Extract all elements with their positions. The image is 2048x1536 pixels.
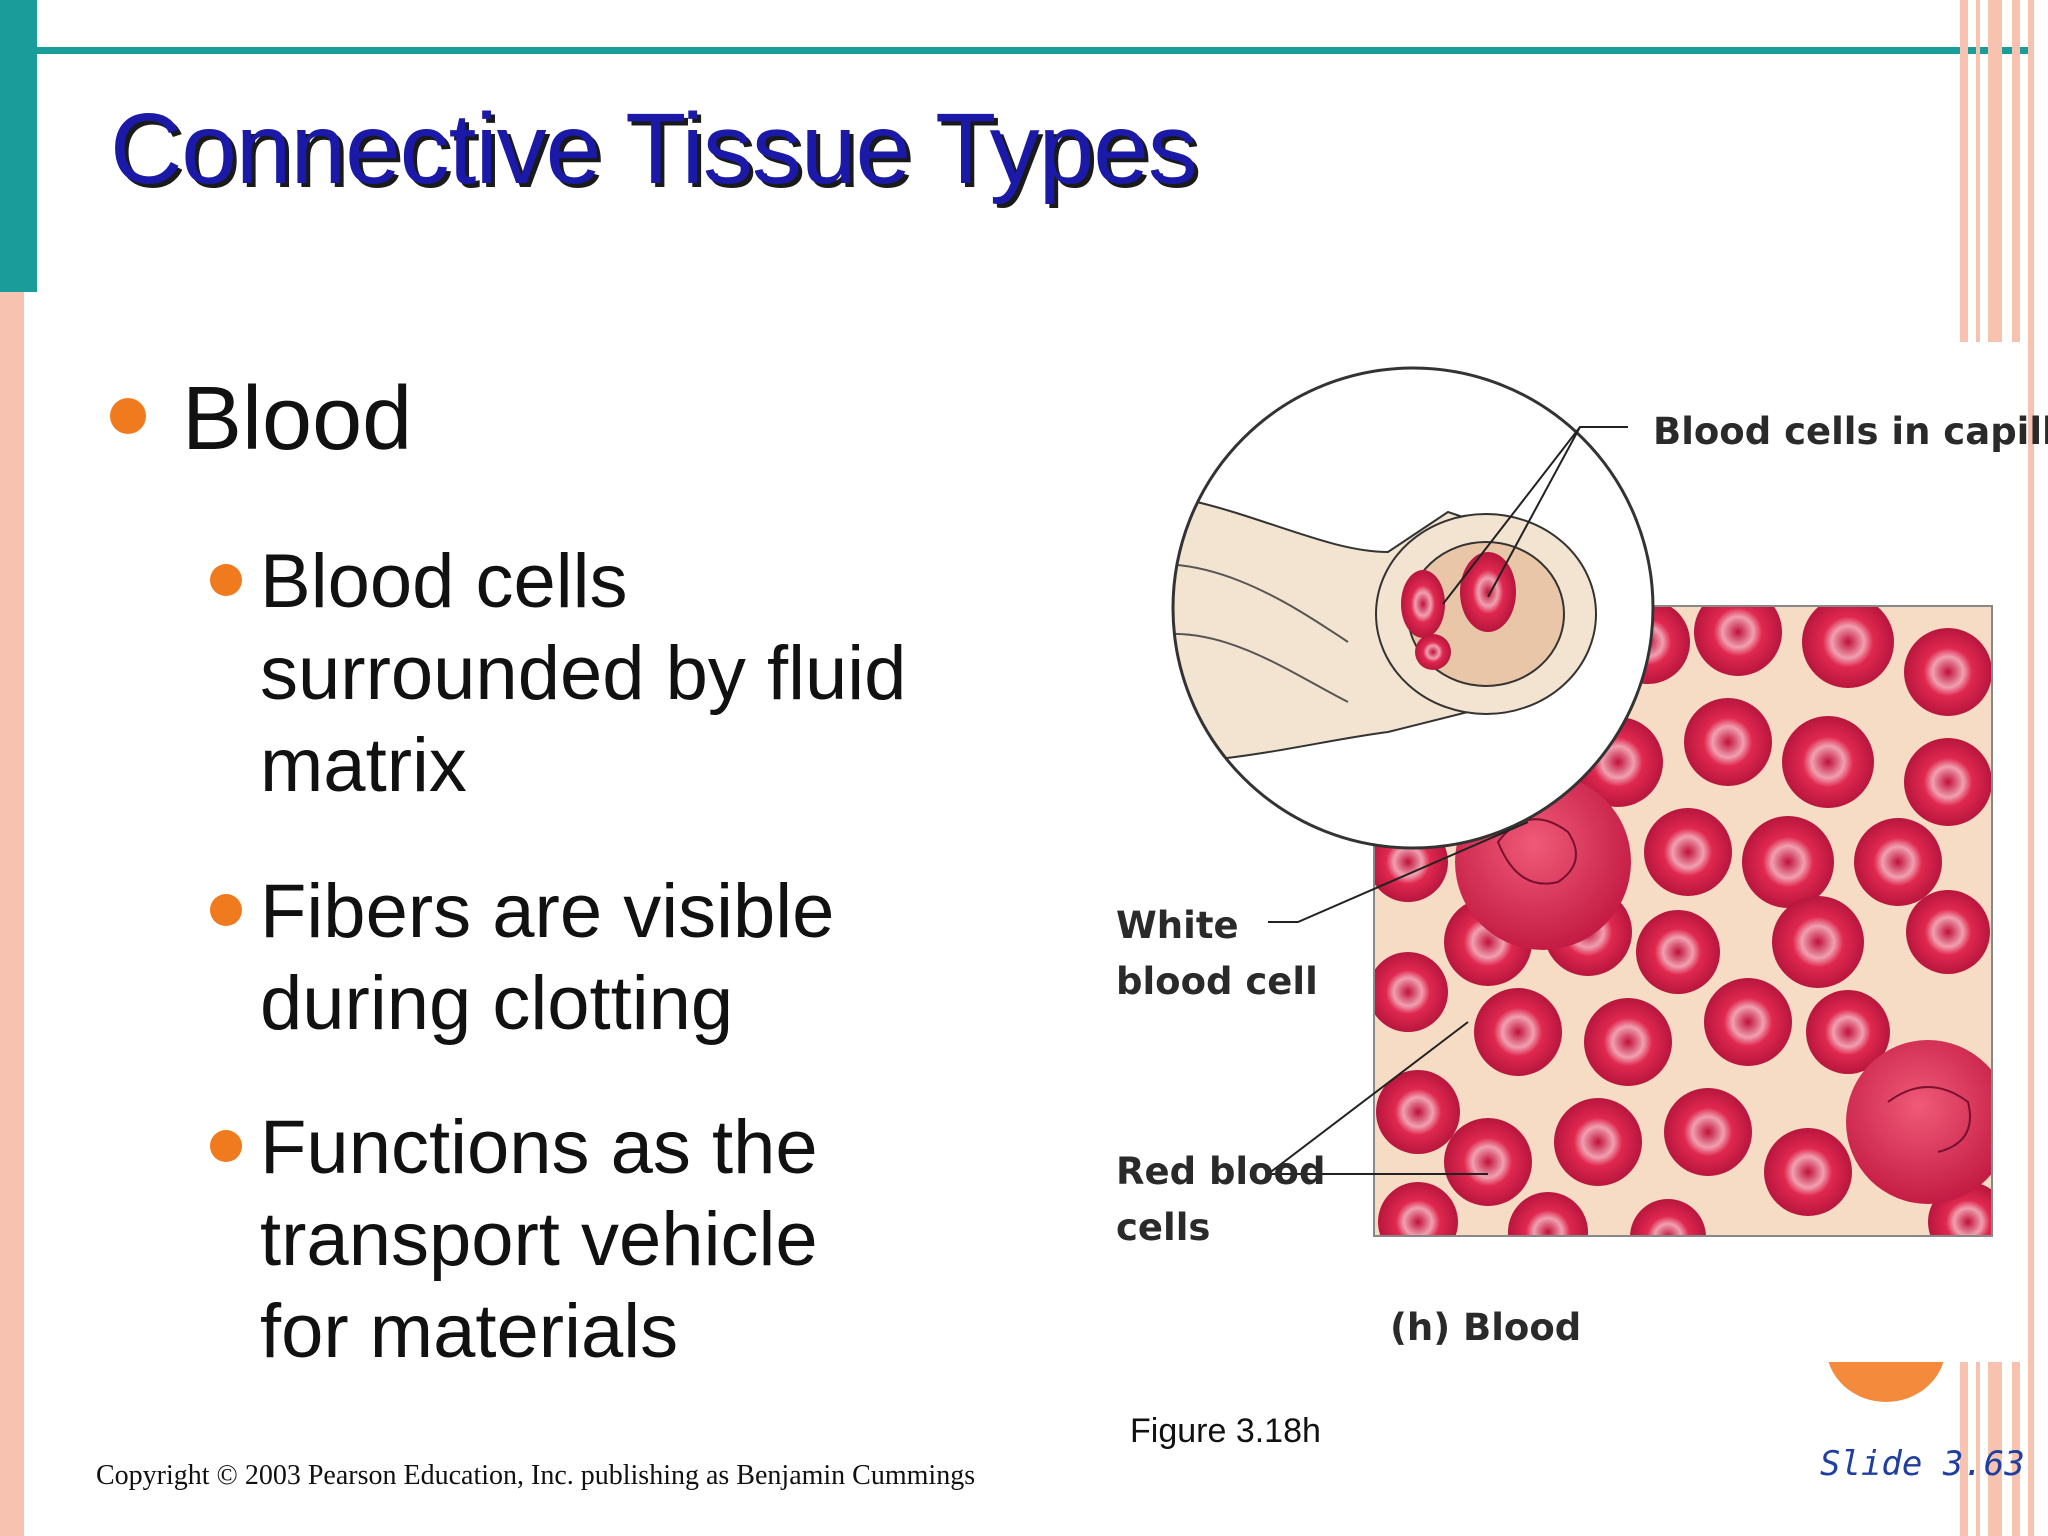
sub-bullet-text: Functions as the transport vehicle for m…	[260, 1105, 818, 1374]
copyright-notice: Copyright © 2003 Pearson Education, Inc.…	[96, 1460, 976, 1491]
top-rule-line	[37, 47, 2032, 54]
blood-figure: Blood cells in capillary White blood cel…	[1088, 342, 2048, 1362]
capillary-drawing	[1173, 490, 1597, 765]
figure-caption: Figure 3.18h	[1130, 1412, 1321, 1450]
bullet-dot-icon	[210, 1130, 242, 1162]
sub-bullet-text: Fibers are visible during clotting	[260, 869, 835, 1046]
label-red-blood-cells: Red blood cells	[1116, 1150, 1326, 1249]
magnifier-outline	[1171, 366, 1655, 850]
leader-lines	[1267, 426, 1628, 1175]
right-frame-stripe	[2028, 0, 2034, 1536]
label-white-blood-cell: White blood cell	[1116, 904, 1318, 1003]
label-capillary: Blood cells in capillary	[1653, 410, 2048, 453]
bullet-text: Blood	[182, 369, 413, 469]
red-blood-cells	[1374, 606, 1992, 1236]
bullet-dot-icon	[110, 398, 146, 434]
bullet-dot-icon	[210, 894, 242, 926]
figure-panel-title: (h) Blood	[1390, 1306, 1582, 1349]
teal-accent-block	[0, 0, 37, 292]
sub-bullet-text: Blood cells surrounded by fluid matrix	[260, 539, 907, 808]
slide-title: Connective Tissue Types	[110, 93, 1198, 205]
slide-number: Slide 3.63	[1820, 1444, 2025, 1484]
smear-border	[1373, 605, 1993, 1237]
bullet-dot-icon	[210, 564, 242, 596]
blood-illustration	[1171, 366, 1993, 1237]
